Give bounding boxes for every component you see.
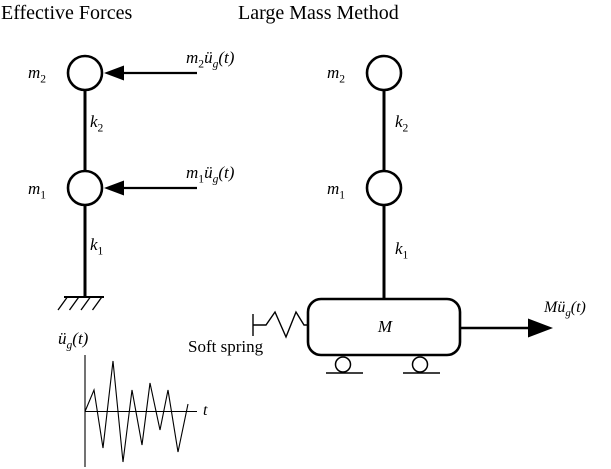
right-panel-title: Large Mass Method xyxy=(238,2,399,24)
arrowhead-left-1 xyxy=(104,180,124,196)
roller-wheel-left xyxy=(334,356,352,373)
var: k xyxy=(395,239,403,258)
var: t xyxy=(203,402,208,419)
var: ü xyxy=(58,329,67,348)
right-structure xyxy=(252,54,553,374)
var: m xyxy=(327,63,340,82)
large-mass-label: M xyxy=(365,318,405,335)
soft-spring-annotation: Soft spring xyxy=(188,337,264,356)
arg: (t) xyxy=(218,48,235,67)
ground-motion-plot xyxy=(84,355,197,467)
mass2-label-left: m2 xyxy=(28,63,56,85)
stiffness2-label-right: k2 xyxy=(395,112,408,134)
subscript: 2 xyxy=(97,121,104,135)
coef-subscript: 2 xyxy=(198,57,205,71)
mass1-label-left: m1 xyxy=(28,179,56,201)
subscript: g xyxy=(565,307,571,320)
coef: m xyxy=(186,48,199,67)
arg: (t) xyxy=(570,299,586,316)
mass1-node-right xyxy=(365,169,403,207)
effective-force-label-2: m2üg(t) xyxy=(186,48,235,70)
var: ü xyxy=(557,299,566,316)
coef: m xyxy=(186,163,199,182)
subscript: 1 xyxy=(97,244,104,258)
left-panel-title: Effective Forces xyxy=(1,2,133,24)
subscript: 2 xyxy=(339,72,346,86)
stiffness1-label-right: k1 xyxy=(395,239,408,261)
ground-accel-ylabel: üg(t) xyxy=(58,329,89,351)
var: k xyxy=(90,112,98,131)
stiffness1-label-left: k1 xyxy=(90,235,103,257)
soft-spring-zigzag xyxy=(253,310,308,339)
var: ü xyxy=(204,163,213,182)
var: M xyxy=(377,317,393,336)
subscript: 1 xyxy=(40,188,47,202)
base-force-arrow xyxy=(460,318,553,338)
var: m xyxy=(327,179,340,198)
arg: (t) xyxy=(218,163,235,182)
mass1-label-right: m1 xyxy=(327,179,355,201)
var: m xyxy=(28,63,41,82)
ground-accel-waveform xyxy=(84,360,189,463)
var: ü xyxy=(204,48,213,67)
var: m xyxy=(28,179,41,198)
subscript: 2 xyxy=(40,72,47,86)
roller-wheel-right xyxy=(411,356,429,373)
subscript: g xyxy=(212,57,219,71)
arrowhead-left-2 xyxy=(104,65,124,81)
mass2-label-right: m2 xyxy=(327,63,355,85)
effective-force-arrow-1 xyxy=(104,180,197,196)
base-force-label: Müg(t) xyxy=(544,299,586,320)
ground-hatching xyxy=(57,297,103,311)
subscript: 2 xyxy=(402,121,409,135)
arg: (t) xyxy=(72,329,89,348)
var: k xyxy=(90,235,98,254)
left-structure xyxy=(57,54,197,311)
effective-force-arrow-2 xyxy=(104,65,197,81)
coef-subscript: 1 xyxy=(198,172,205,186)
mass2-node-left xyxy=(66,54,104,92)
subscript: g xyxy=(66,338,73,352)
mass1-node-left xyxy=(66,169,104,207)
var: k xyxy=(395,112,403,131)
stiffness2-label-left: k2 xyxy=(90,112,103,134)
mass2-node-right xyxy=(365,54,403,92)
coef: M xyxy=(544,299,558,316)
time-axis-label: t xyxy=(203,403,207,419)
subscript: 1 xyxy=(402,248,409,262)
effective-force-label-1: m1üg(t) xyxy=(186,163,235,185)
arrowhead-right xyxy=(528,318,553,338)
subscript: 1 xyxy=(339,188,346,202)
subscript: g xyxy=(212,172,219,186)
